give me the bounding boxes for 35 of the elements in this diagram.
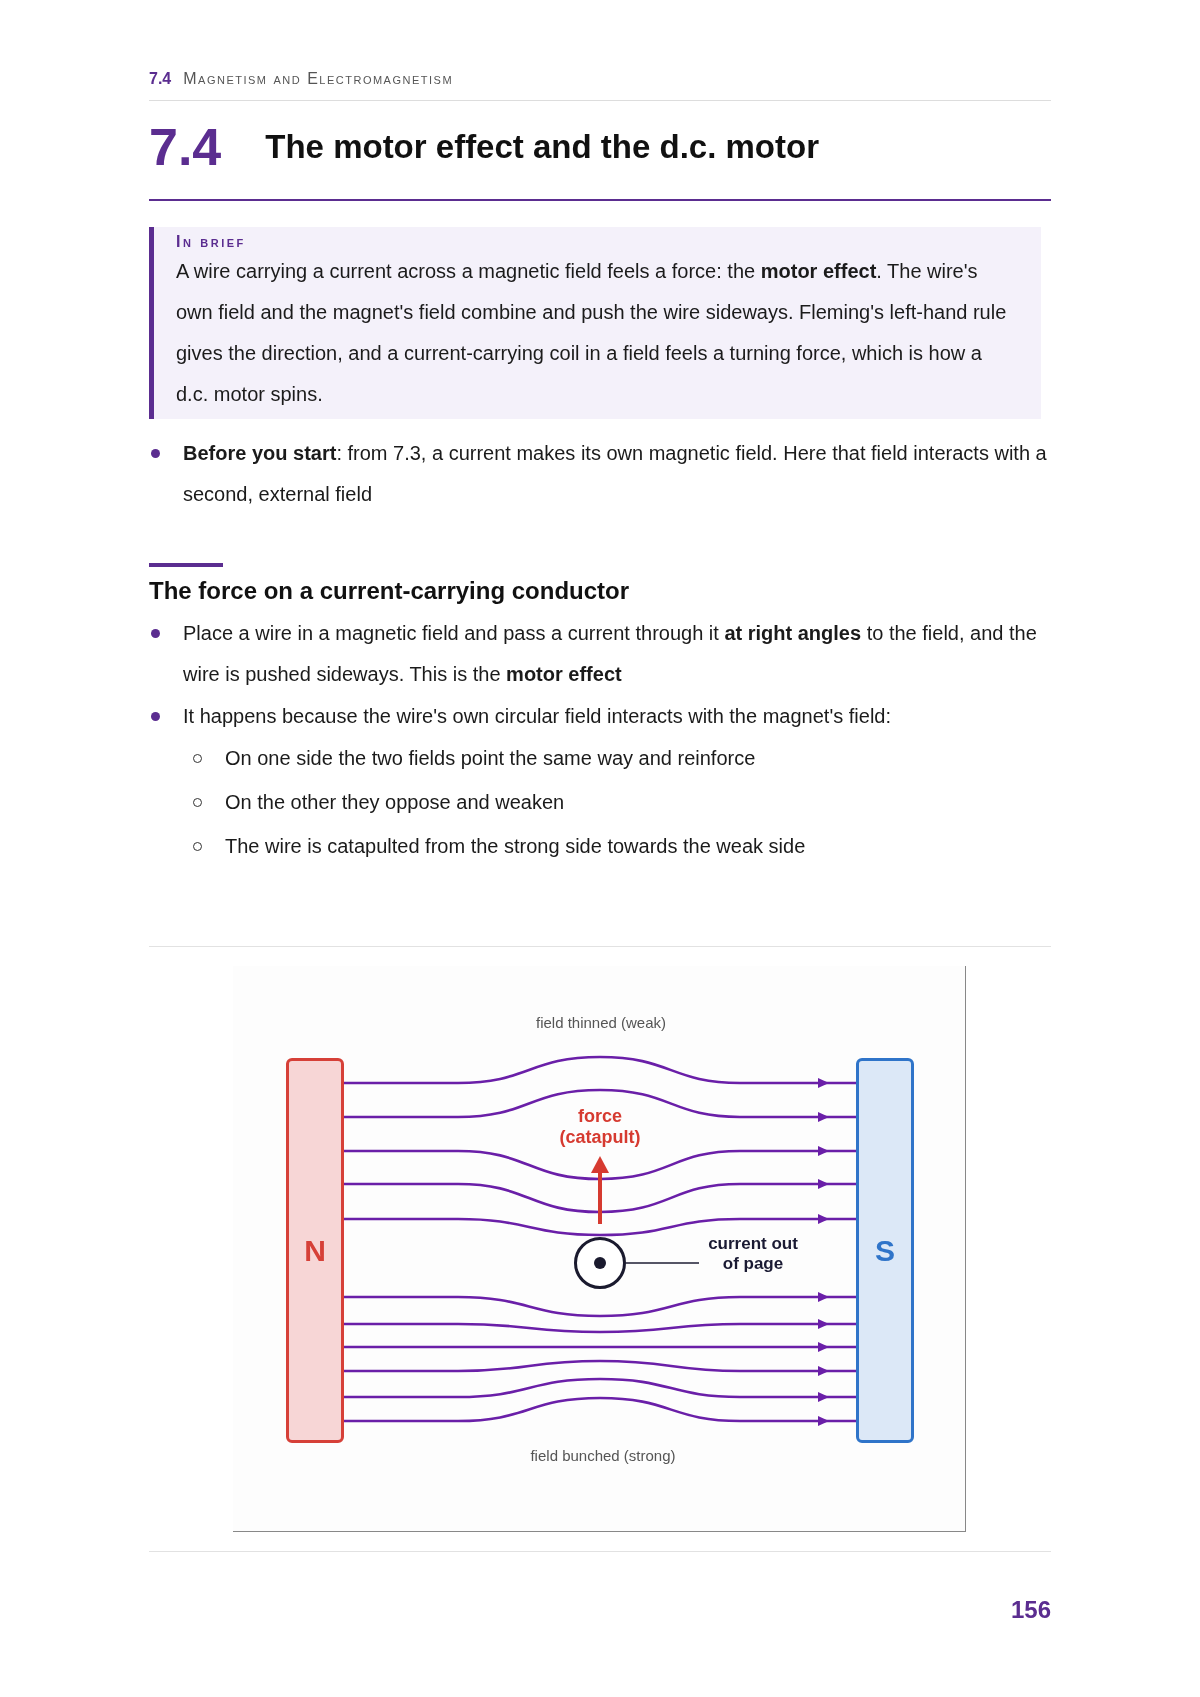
- field-line: [344, 1359, 856, 1376]
- bullet-text: Before you start: from 7.3, a current makes its own magnetic field. Here that field interacts with a second, external field: [183, 442, 1047, 505]
- page-title: The motor effect and the d.c. motor: [265, 128, 819, 166]
- field-note: field bunched (strong): [530, 1447, 676, 1464]
- magnet-pole: [286, 1058, 344, 1443]
- field-line: [344, 1342, 856, 1352]
- field-line: [344, 1146, 856, 1181]
- panel-heading: In brief: [176, 233, 247, 251]
- section-heading: The force on a current-carrying conductor: [149, 577, 631, 605]
- wire-cross-section: [574, 1237, 626, 1289]
- bullet-text: On the other they oppose and weaken: [225, 791, 565, 813]
- field-line: [344, 1292, 856, 1318]
- bullet-text: The wire is catapulted from the strong side towards the weak side: [225, 835, 806, 857]
- section-number: 7.4: [149, 117, 222, 177]
- pole-letter: S: [875, 1233, 895, 1268]
- field-line: [344, 1179, 856, 1214]
- section-number: 7.4: [149, 70, 172, 88]
- field-line: [344, 1377, 856, 1402]
- field-line: [344, 1214, 856, 1237]
- wire-label: current out of page: [707, 1234, 799, 1274]
- field-line: [344, 1088, 856, 1122]
- force-label: force (catapult): [558, 1106, 642, 1148]
- field-line: [344, 1055, 856, 1088]
- bullet-text: On one side the two fields point the same way and reinforce: [225, 747, 756, 769]
- bullet-text: It happens because the wire's own circular field interacts with the magnet's field:: [183, 705, 891, 727]
- field-line: [344, 1319, 856, 1334]
- bullet-text: Place a wire in a magnetic field and pass a current through it at right angles to the field, and the wire is pushed sideways. This is the motor effect: [183, 622, 1037, 685]
- summary-text: A wire carrying a current across a magnetic field feels a force: the motor effect. The wire's own field and the magnet's field combine and push the wire sideways. Fleming's left-hand rule gives the direction, and a current-carrying coil in a field feels a turning force, which is how a d.c. motor spins.: [176, 259, 1008, 407]
- magnet-pole: [856, 1058, 914, 1443]
- chapter-heading: Magnetism and Electromagnetism: [183, 70, 454, 88]
- field-note: field thinned (weak): [535, 1014, 667, 1031]
- field-line: [344, 1396, 856, 1426]
- leader-line: [625, 1262, 700, 1264]
- pole-letter: N: [304, 1233, 326, 1268]
- page-number: 156: [1010, 1596, 1051, 1624]
